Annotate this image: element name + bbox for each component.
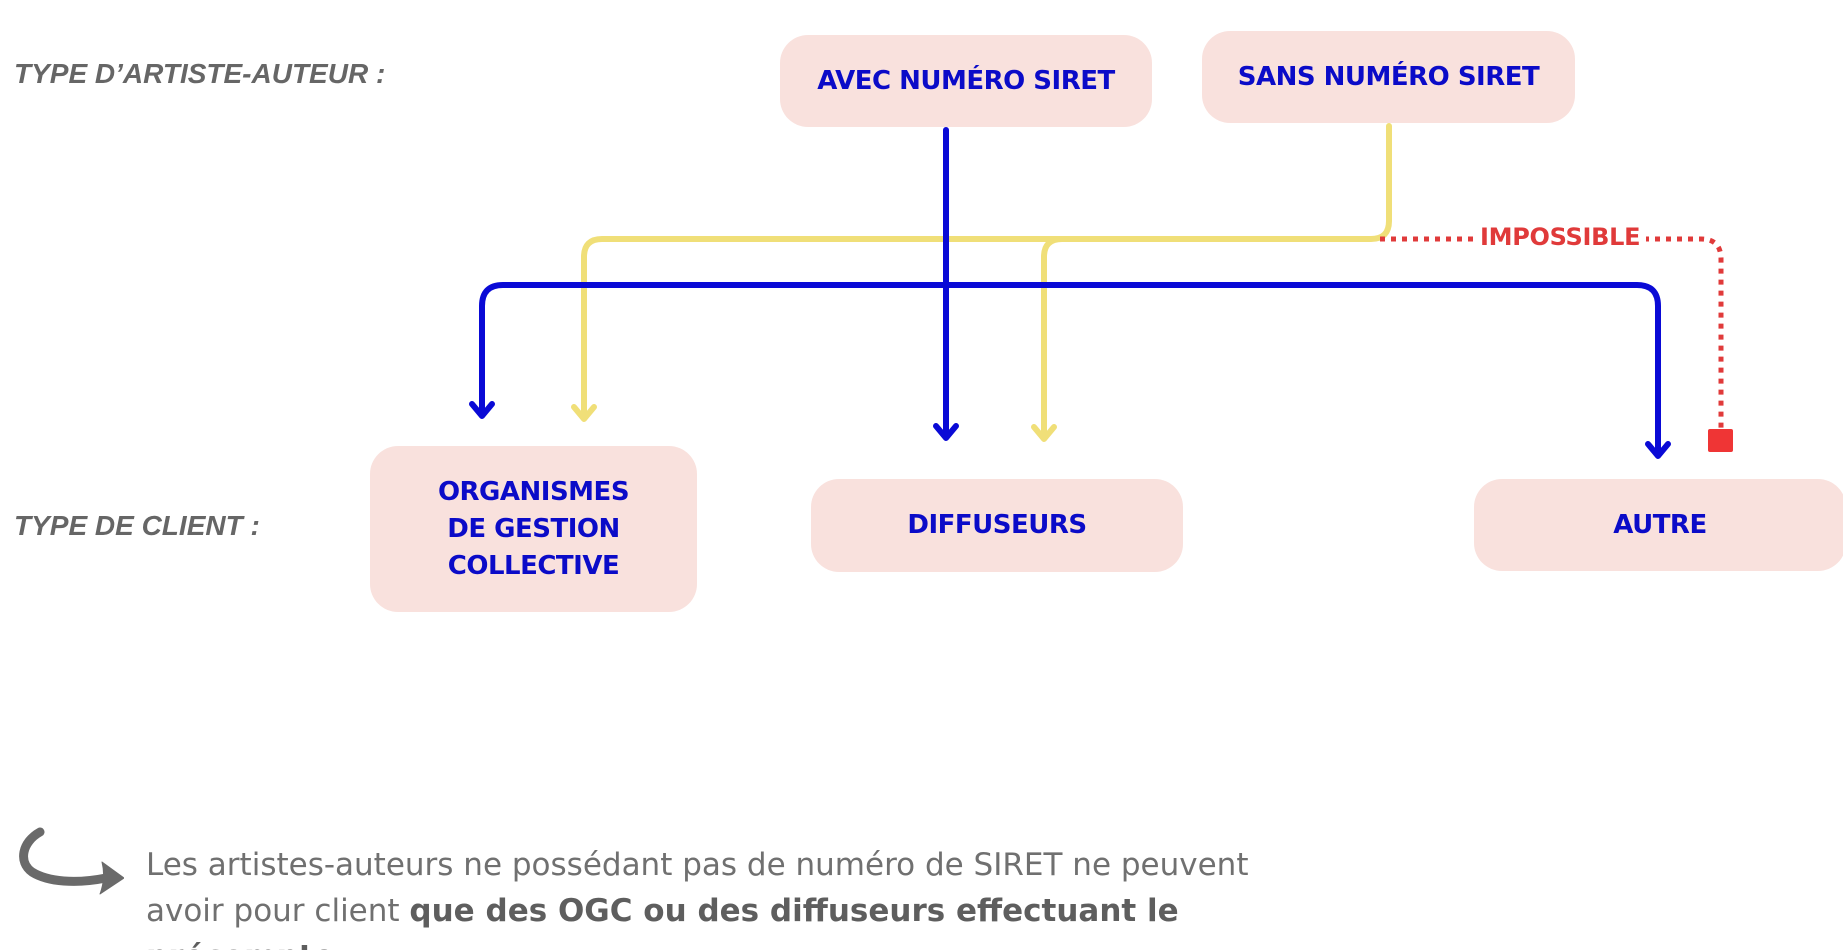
diffuseurs-node: DIFFUSEURS — [811, 479, 1183, 572]
impossible-dotted-connector — [1380, 236, 1724, 432]
artist-type-label: TYPE D’ARTISTE-AUTEUR : — [14, 58, 386, 89]
footnote-text: Les artistes-auteurs ne possédant pas de… — [146, 842, 1346, 950]
arrowhead-to-diffuseurs-yellow — [1031, 424, 1057, 442]
footnote-line-1: Les artistes-auteurs ne possédant pas de… — [146, 847, 1249, 883]
footnote-line-2-emphasis: que des OGC ou des diffuseurs effectuant… — [146, 893, 1179, 950]
autre-node: AUTRE — [1474, 479, 1843, 571]
arrowhead-to-ogc-blue — [469, 401, 495, 419]
curved-return-arrow-icon — [19, 827, 124, 895]
impossible-label: IMPOSSIBLE — [1474, 223, 1647, 251]
avec-siret-node: AVEC NUMÉRO SIRET — [780, 35, 1152, 127]
arrowhead-to-diffuseurs-blue — [933, 423, 959, 441]
footnote-line-2-prefix: avoir pour client — [146, 893, 410, 929]
sans-siret-node: SANS NUMÉRO SIRET — [1202, 31, 1575, 123]
sans-siret-connector-trunk — [581, 123, 1392, 415]
arrowhead-to-ogc-yellow — [571, 404, 597, 422]
client-type-label: TYPE DE CLIENT : — [14, 510, 260, 541]
ogc-node: ORGANISMES DE GESTION COLLECTIVE — [370, 446, 697, 612]
footnote-line-2: avoir pour client que des OGC ou des dif… — [146, 888, 1346, 950]
impossible-end-marker — [1708, 429, 1733, 452]
avec-siret-crossbar-connector — [479, 282, 1661, 455]
sans-siret-to-diffuseurs-connector — [1041, 236, 1243, 435]
arrowhead-to-autre-blue — [1645, 441, 1671, 459]
